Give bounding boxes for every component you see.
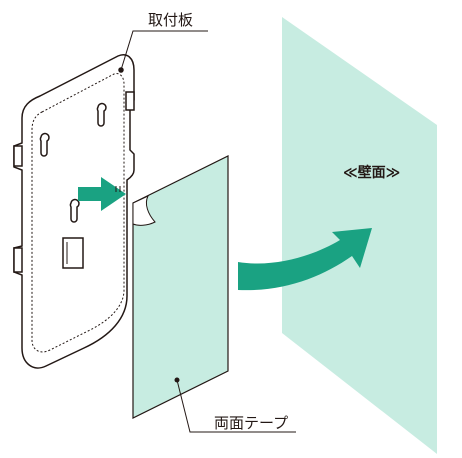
double-sided-tape-label: 両面テープ (214, 414, 289, 432)
plate-tab-left-top (13, 145, 23, 167)
plate-inner-dotted-outline (31, 73, 125, 353)
arrow-right-icon (78, 177, 126, 211)
curved-arrow-icon (238, 228, 372, 291)
keyhole-middle (69, 198, 80, 223)
plate-tab-left-bottom (13, 247, 23, 273)
wall-surface-label: ≪壁面≫ (343, 165, 401, 181)
tape-peeled-corner (132, 194, 156, 226)
plate-tab-right (125, 91, 135, 111)
mounting-plate (13, 54, 135, 369)
keyhole-left (39, 132, 50, 157)
tape-leader-dot (174, 377, 180, 383)
leader-line-tape (176, 379, 296, 433)
keyhole-top (96, 102, 107, 127)
double-sided-tape-sheet (132, 155, 229, 419)
mounting-plate-label: 取付板 (148, 11, 194, 29)
leader-line-mounting-plate (120, 30, 208, 71)
plate-square-hole (62, 237, 84, 269)
